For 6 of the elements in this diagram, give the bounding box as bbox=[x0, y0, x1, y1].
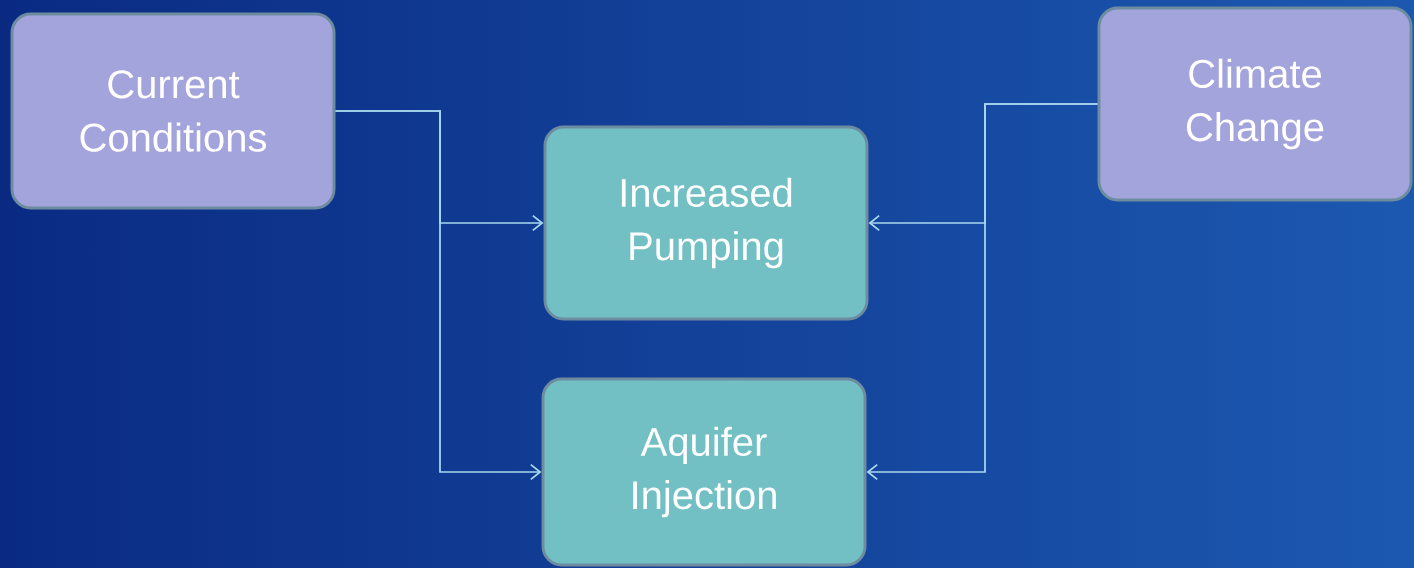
process-box: Aquifer Injection bbox=[541, 377, 867, 567]
arrow bbox=[866, 103, 1099, 481]
process-box: Increased Pumping bbox=[543, 125, 869, 321]
process-box: Climate Change bbox=[1097, 6, 1413, 202]
process-box: Current Conditions bbox=[10, 12, 336, 210]
arrow bbox=[334, 110, 542, 481]
